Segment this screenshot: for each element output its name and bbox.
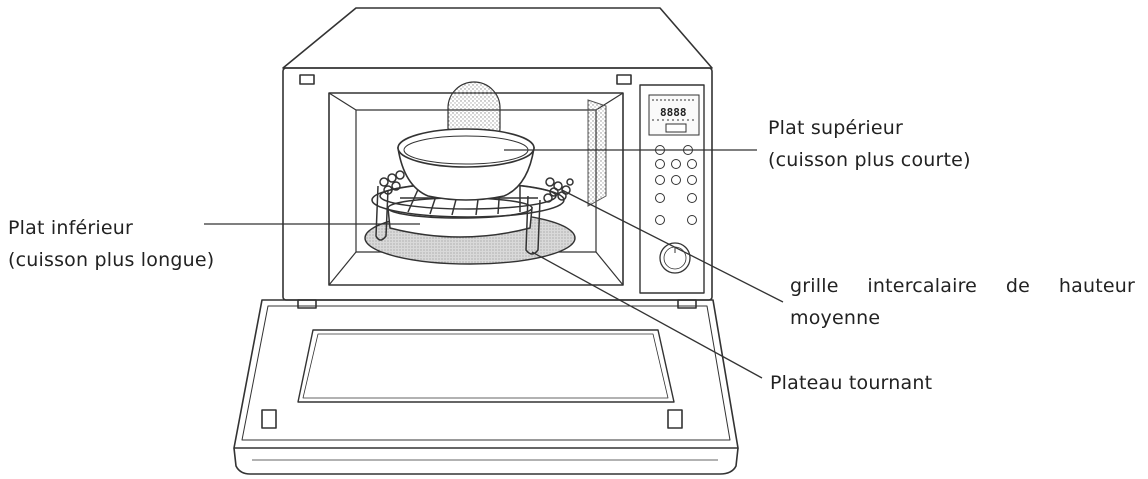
door-window (297, 329, 675, 403)
control-panel (639, 84, 705, 294)
label-turntable-line1: Plateau tournant (770, 372, 933, 394)
panel-button[interactable] (687, 215, 697, 225)
open-door (233, 299, 739, 475)
label-rack-line1: grille intercalaire de hauteur (790, 275, 1135, 297)
label-rack-line2: moyenne (790, 307, 881, 329)
panel-button[interactable] (687, 159, 697, 169)
panel-button[interactable] (671, 175, 681, 185)
upper-dish (397, 128, 535, 201)
leader-rack (561, 189, 784, 303)
panel-button[interactable] (655, 159, 665, 169)
leader-lines (204, 149, 784, 379)
display-panel (648, 94, 700, 136)
panel-button[interactable] (655, 175, 665, 185)
label-upper-dish: Plat supérieur (cuisson plus courte) (768, 112, 971, 176)
label-upper-dish-line2: (cuisson plus courte) (768, 149, 971, 171)
oven-foot-left (297, 299, 317, 309)
hinge-right (616, 74, 632, 85)
oven-foot-right (677, 299, 697, 309)
label-rack: grille intercalaire de hauteur moyenne (790, 270, 1135, 334)
panel-button[interactable] (687, 193, 697, 203)
label-turntable: Plateau tournant (770, 367, 932, 399)
panel-button[interactable] (687, 175, 697, 185)
label-upper-dish-line1: Plat supérieur (768, 117, 903, 139)
leader-turntable (531, 251, 763, 379)
panel-button[interactable] (655, 215, 665, 225)
label-lower-dish: Plat inférieur (cuisson plus longue) (8, 212, 214, 276)
hinge-left (299, 74, 315, 85)
display-digits: 8888 (660, 106, 687, 119)
label-lower-dish-line2: (cuisson plus longue) (8, 249, 215, 271)
panel-button[interactable] (655, 193, 665, 203)
label-lower-dish-line1: Plat inférieur (8, 217, 134, 239)
panel-button[interactable] (671, 159, 681, 169)
control-buttons (655, 145, 697, 274)
cabinet-top (282, 7, 713, 69)
side-vent (587, 99, 607, 207)
